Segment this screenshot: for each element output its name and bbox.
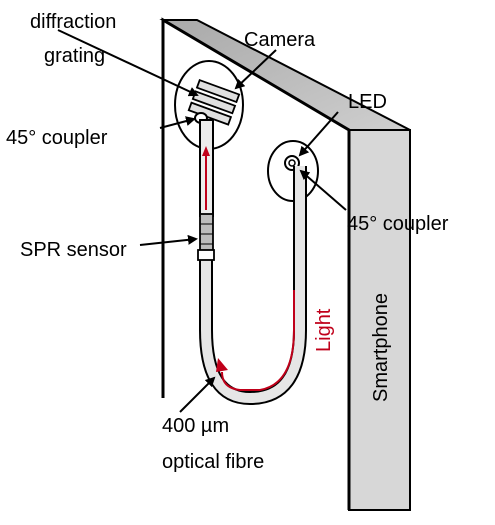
pointer-led [298, 111, 339, 157]
label-diffraction-line2: grating [44, 45, 105, 67]
smartphone-body [159, 17, 411, 511]
label-coupler-left: 45° coupler [6, 127, 108, 149]
pointer-spr-sensor [139, 234, 198, 246]
label-spr-sensor: SPR sensor [20, 239, 127, 261]
pointer-diffraction [57, 29, 199, 97]
label-fibre-line1: 400 µm [162, 415, 229, 437]
pointer-camera [234, 49, 277, 90]
pointer-arrows [57, 29, 347, 413]
label-diffraction-line1: diffraction [30, 11, 116, 33]
diffraction-grating [187, 78, 241, 126]
label-fibre-line2: optical fibre [162, 451, 264, 473]
label-smartphone: Smartphone [370, 293, 392, 402]
label-light: Light [313, 308, 335, 352]
label-led: LED [348, 91, 387, 113]
optical-fibre [197, 166, 307, 406]
label-coupler-right: 45° coupler [347, 213, 449, 235]
label-camera: Camera [244, 29, 316, 51]
camera-mount [174, 60, 244, 150]
pointer-fibre [179, 376, 216, 413]
smartphone-front-edge [161, 17, 351, 510]
pointer-coupler-right [299, 169, 347, 211]
pointer-coupler-left [159, 116, 196, 129]
light-arrow-fibre [221, 290, 295, 391]
light-path-arrows [202, 146, 295, 391]
